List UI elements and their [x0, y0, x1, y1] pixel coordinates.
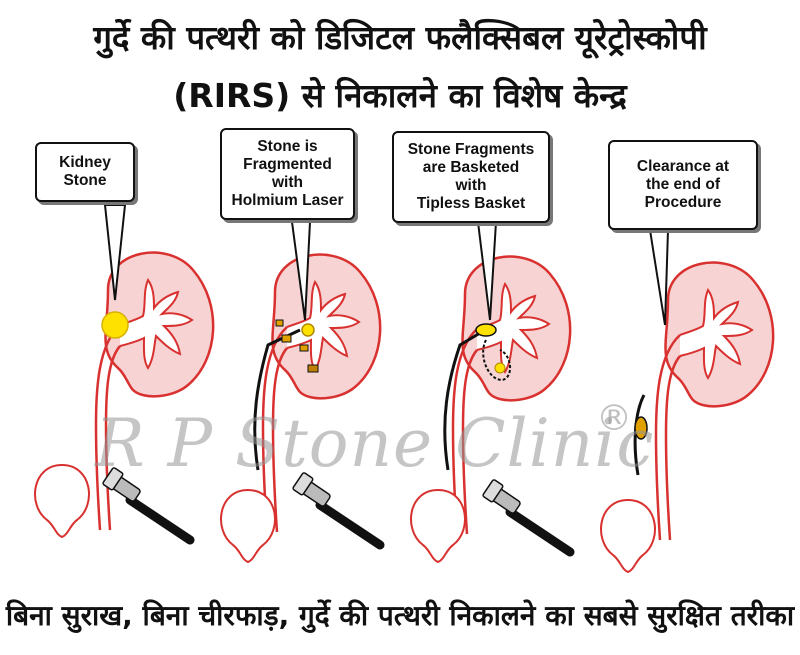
kidney-panel-1	[34, 204, 215, 538]
title-line-1: गुर्दे की पत्थरी को डिजिटल फलैक्सिबल यूर…	[93, 18, 707, 57]
stone-fragment	[281, 334, 292, 343]
callout-pointer-1	[103, 204, 127, 301]
callout-laser-fragmentation: Stone is Fragmented with Holmium Laser	[220, 128, 355, 220]
callout-pointer-4	[648, 229, 670, 326]
cleared-stone	[634, 416, 648, 440]
callout-clearance: Clearance at the end of Procedure	[608, 140, 758, 230]
clinic-watermark: R P Stone Clinic	[95, 405, 655, 482]
kidney-panel-2	[102, 221, 382, 563]
kidney-stone	[101, 311, 129, 339]
tipless-basket	[482, 339, 511, 382]
footer-tagline: बिना सुराख, बिना चीरफाड़, गुर्दे की पत्थ…	[5, 599, 795, 632]
kidney-panel-3	[292, 221, 572, 563]
flexible-scope-2	[253, 328, 301, 471]
callout-pointer-2	[290, 221, 312, 321]
callout-basket-extraction: Stone Fragments are Basketed with Tiples…	[392, 131, 550, 223]
callout-kidney-stone: Kidney Stone	[35, 142, 135, 202]
kidney-panel-4	[482, 229, 775, 573]
registered-symbol: ®	[596, 398, 632, 439]
flexible-scope-3	[443, 328, 486, 471]
title-line-2: (RIRS) से निकालने का विशेष केन्द्र	[173, 76, 627, 115]
